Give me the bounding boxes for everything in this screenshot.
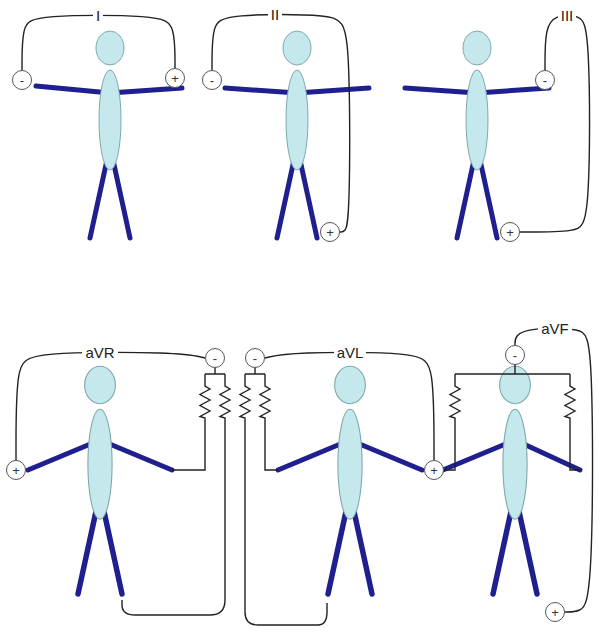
lead-label: aVR xyxy=(82,344,117,361)
arm xyxy=(477,88,549,93)
resistor-symbol xyxy=(565,382,575,422)
polarity-sign: - xyxy=(213,352,217,365)
arm xyxy=(36,86,110,93)
polarity-sign: - xyxy=(210,74,214,87)
stick-figure xyxy=(277,31,317,238)
lead-label: I xyxy=(93,7,103,24)
resistor-symbol xyxy=(450,382,460,422)
wire xyxy=(245,367,265,382)
polarity-sign: - xyxy=(543,74,547,87)
electrode-terminal: + xyxy=(6,460,26,480)
wire xyxy=(455,364,570,382)
resistor-symbol xyxy=(260,382,270,422)
electrode-terminal: + xyxy=(545,602,565,622)
lead-wire xyxy=(515,328,593,612)
polarity-sign: + xyxy=(506,226,514,239)
lead-label: aVL xyxy=(334,344,367,361)
stick-figure xyxy=(457,31,497,238)
wire xyxy=(172,422,205,470)
electrode-terminal: + xyxy=(320,222,340,242)
resistor-symbol xyxy=(240,382,250,422)
electrode-terminal: + xyxy=(165,68,185,88)
arm xyxy=(405,88,477,93)
polarity-sign: - xyxy=(513,349,517,362)
wire xyxy=(205,367,225,382)
polarity-sign: + xyxy=(171,72,179,85)
polarity-sign: + xyxy=(430,464,438,477)
wire xyxy=(122,422,225,615)
wire xyxy=(443,422,455,470)
resistor-symbol xyxy=(200,382,210,422)
electrode-terminal: - xyxy=(535,70,555,90)
polarity-sign: + xyxy=(551,606,559,619)
polarity-sign: + xyxy=(12,464,20,477)
polarity-sign: - xyxy=(253,352,257,365)
stick-figure xyxy=(90,31,130,238)
arm xyxy=(110,88,182,93)
lead-wire xyxy=(520,16,590,232)
lead-label: III xyxy=(558,7,577,24)
lead-wire xyxy=(22,15,175,70)
stick-figure xyxy=(493,366,537,594)
stick-figure xyxy=(328,366,372,594)
wires xyxy=(122,364,580,625)
wire xyxy=(245,422,327,625)
electrode-terminal: - xyxy=(245,348,265,368)
polarity-sign: - xyxy=(20,74,24,87)
electrode-terminal: + xyxy=(424,460,444,480)
electrode-terminal: - xyxy=(202,70,222,90)
arm xyxy=(225,88,297,93)
lead-label: aVF xyxy=(538,320,572,337)
lead-label: II xyxy=(268,6,282,23)
lead-wire xyxy=(16,352,205,460)
resistor-symbols xyxy=(200,382,575,422)
wire xyxy=(570,422,580,470)
lead-wire xyxy=(265,352,434,460)
wire xyxy=(265,422,278,470)
electrode-terminal: - xyxy=(505,345,525,365)
stick-figure xyxy=(78,366,122,594)
lead-wire xyxy=(212,14,350,232)
electrode-terminal: - xyxy=(12,70,32,90)
polarity-sign: + xyxy=(326,226,334,239)
arm xyxy=(297,88,369,93)
electrode-terminal: + xyxy=(500,222,520,242)
electrode-terminal: - xyxy=(205,348,225,368)
resistor-symbol xyxy=(220,382,230,422)
